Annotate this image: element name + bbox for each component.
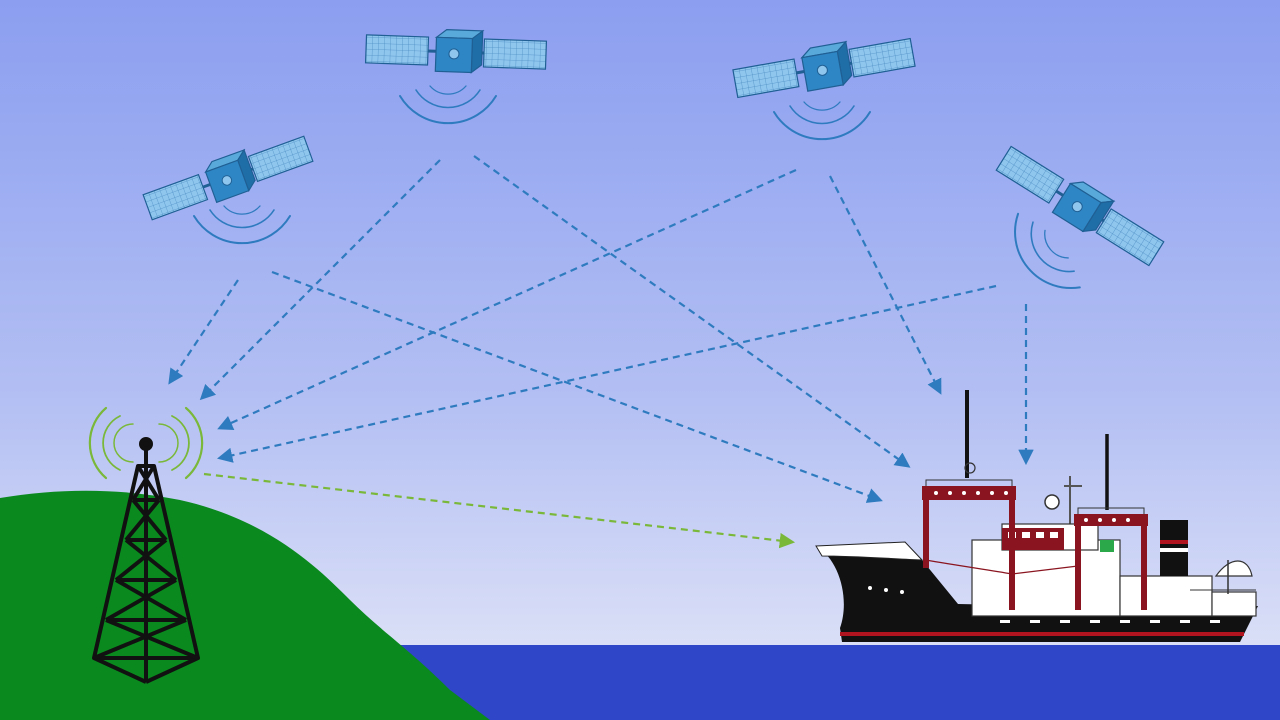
link-sat1-ship [271,270,883,503]
link-tower-ship [203,472,796,549]
link-sat3-ship [829,175,942,395]
signal-waves-icon [88,406,204,480]
signal-links [168,155,1034,549]
radio-tower-icon [88,406,204,684]
hill-icon [0,490,490,720]
link-sat2-ship [473,155,911,468]
link-sat1-tower [168,279,239,385]
link-sat3-tower [217,168,797,430]
link-sat4-tower [216,284,997,463]
link-sat2-tower [199,159,441,401]
ship-icon [815,390,1258,642]
sea-icon [380,645,1280,720]
